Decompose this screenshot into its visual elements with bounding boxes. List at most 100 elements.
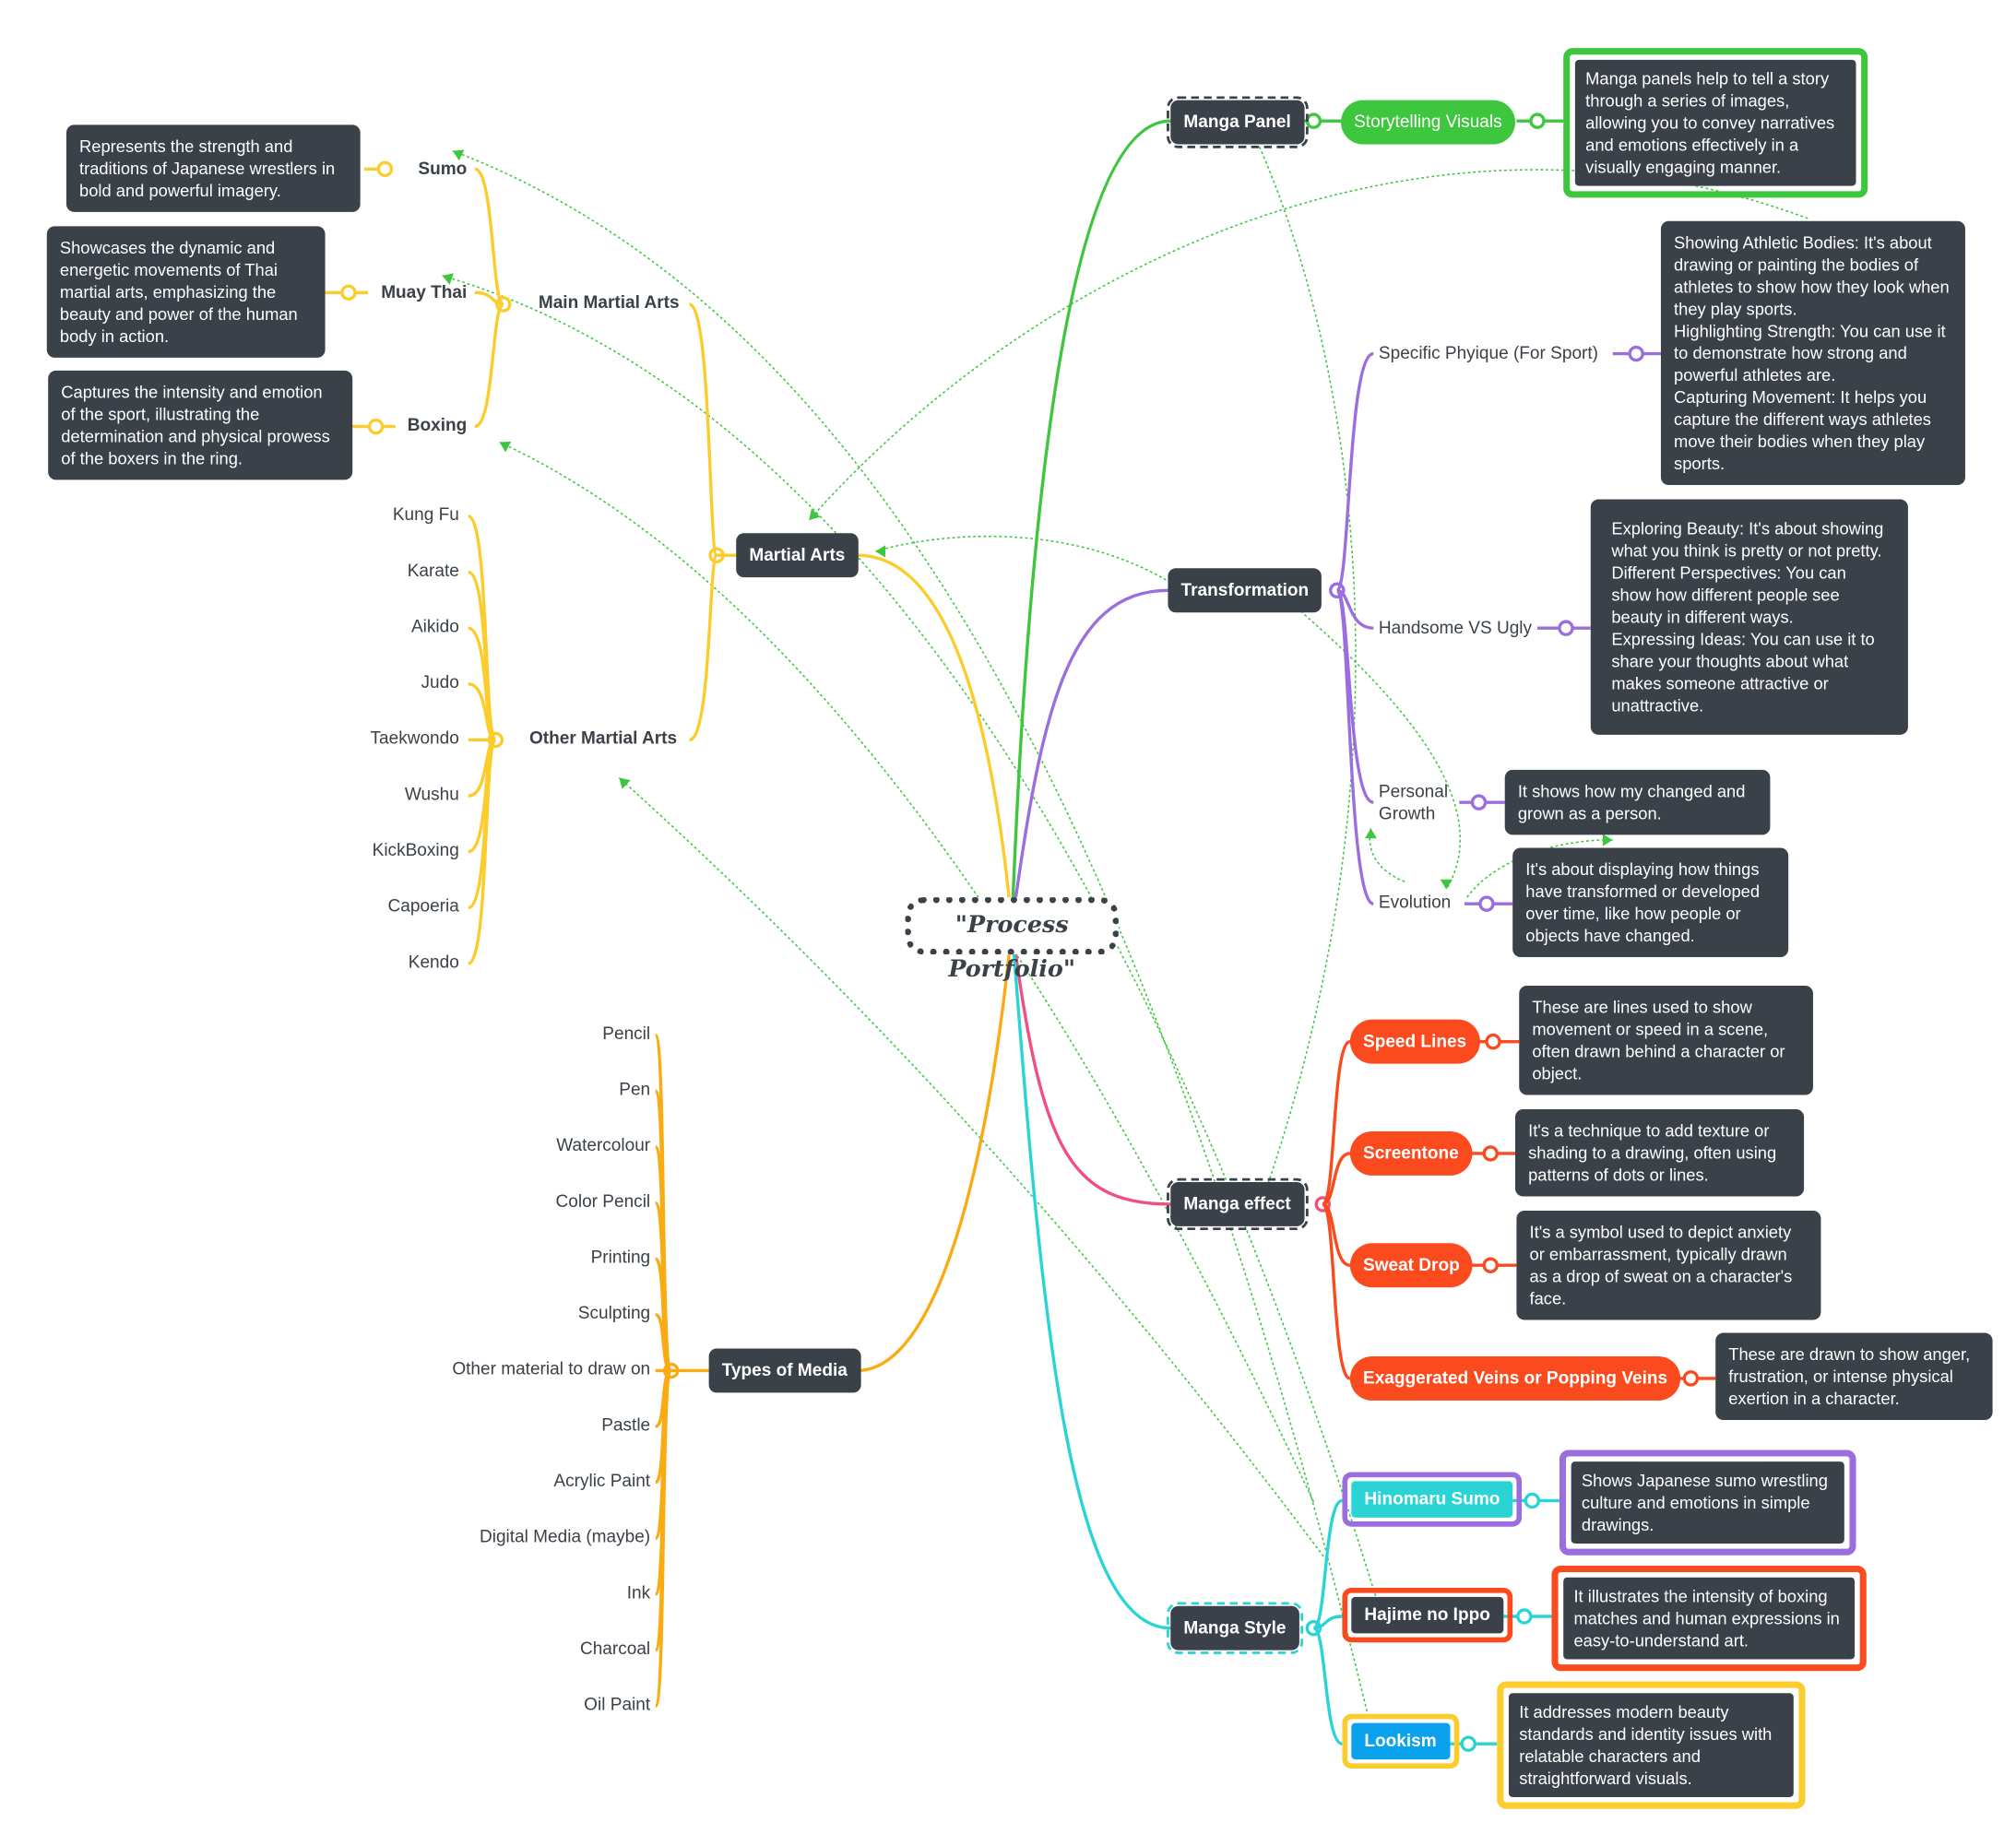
relationship-arrow — [442, 273, 454, 285]
link-transformation-child — [1335, 588, 1375, 905]
topic-manga-panel[interactable]: Manga Panel — [1167, 96, 1309, 148]
other-martial-art-item[interactable]: Capoeria — [387, 895, 459, 916]
note-screentone[interactable]: It's a technique to add texture or shadi… — [1514, 1108, 1805, 1197]
subtopic-muay-thai[interactable]: Muay Thai — [381, 282, 468, 302]
link-other-child — [467, 738, 497, 965]
subtopic-hajime-no-ippo[interactable]: Hajime no Ippo — [1342, 1587, 1512, 1643]
link-other-child — [468, 682, 497, 742]
connector-dot — [340, 284, 357, 302]
subtopic-screentone[interactable]: Screentone — [1349, 1130, 1472, 1176]
link-transformation-child — [1335, 351, 1374, 592]
relationship-arrow — [499, 441, 512, 453]
relationship-arrow — [1364, 828, 1377, 839]
other-martial-art-item[interactable]: KickBoxing — [372, 840, 459, 860]
relationship-arrow — [809, 508, 821, 521]
subtopic-boxing[interactable]: Boxing — [407, 414, 468, 435]
note-specific-physique[interactable]: Showing Athletic Bodies: It's about draw… — [1660, 220, 1965, 486]
note-exaggerated-veins[interactable]: These are drawn to show anger, frustrati… — [1715, 1332, 1993, 1421]
topic-types-of-media[interactable]: Types of Media — [708, 1348, 860, 1393]
topic-martial-arts[interactable]: Martial Arts — [736, 533, 859, 578]
note-hajime-no-ippo[interactable]: It illustrates the intensity of boxing m… — [1551, 1566, 1867, 1672]
subtopic-specific-physique[interactable]: Specific Phyique (For Sport) — [1378, 343, 1599, 363]
note-boxing[interactable]: Captures the intensity and emotion of th… — [48, 370, 353, 480]
relationship-line — [452, 149, 1370, 1717]
other-martial-art-item[interactable]: Kung Fu — [392, 504, 459, 525]
note-speed-lines[interactable]: These are lines used to show movement or… — [1519, 986, 1813, 1095]
connector-dot — [1682, 1370, 1700, 1387]
link-effect-child — [1322, 1152, 1351, 1206]
subtopic-handsome-vs-ugly[interactable]: Handsome VS Ugly — [1378, 617, 1533, 638]
subtopic-sweat-drop[interactable]: Sweat Drop — [1349, 1243, 1473, 1288]
note-lookism[interactable]: It addresses modern beauty standards and… — [1497, 1681, 1806, 1809]
connector-dot — [1485, 1033, 1501, 1050]
link-media-child — [654, 1313, 672, 1373]
media-item[interactable]: Pen — [619, 1079, 651, 1099]
other-martial-art-item[interactable]: Taekwondo — [370, 728, 459, 748]
relationship-line — [1299, 610, 1462, 891]
media-item[interactable]: Pastle — [601, 1414, 651, 1435]
subtopic-other-martial-arts[interactable]: Other Martial Arts — [528, 728, 678, 748]
relationship-line — [442, 275, 1380, 1606]
subtopic-evolution[interactable]: Evolution — [1378, 892, 1452, 912]
connector-dot — [1482, 1257, 1499, 1273]
note-personal-growth[interactable]: It shows how my changed and grown as a p… — [1504, 769, 1771, 835]
connector-dot — [1516, 1608, 1533, 1625]
note-muay-thai[interactable]: Showcases the dynamic and energetic move… — [46, 226, 326, 358]
connector-dot — [1482, 1145, 1499, 1162]
media-item[interactable]: Acrylic Paint — [553, 1471, 651, 1491]
media-item[interactable]: Other material to draw on — [452, 1358, 651, 1378]
subtopic-personal-growth[interactable]: Personal Growth — [1378, 781, 1449, 823]
link-main-child — [474, 167, 505, 306]
media-item[interactable]: Pencil — [602, 1023, 651, 1044]
note-storytelling-visuals[interactable]: Manga panels help to tell a story throug… — [1563, 48, 1868, 198]
branch-martial-arts — [857, 553, 1014, 927]
central-topic[interactable]: "Process Portfolio" — [905, 897, 1119, 983]
branch-manga-effect — [1010, 925, 1171, 1206]
relationship-arrow — [1602, 834, 1613, 846]
relationship-arrow — [619, 777, 631, 789]
subtopic-sumo[interactable]: Sumo — [418, 159, 468, 179]
media-item[interactable]: Watercolour — [556, 1135, 651, 1155]
relationship-line — [874, 535, 1171, 584]
media-item[interactable]: Digital Media (maybe) — [479, 1526, 651, 1546]
other-martial-art-item[interactable]: Kendo — [408, 952, 459, 972]
subtopic-storytelling-visuals[interactable]: Storytelling Visuals — [1341, 100, 1515, 145]
subtopic-main-martial-arts[interactable]: Main Martial Arts — [538, 292, 680, 313]
topic-manga-style[interactable]: Manga Style — [1167, 1602, 1303, 1654]
topic-transformation[interactable]: Transformation — [1168, 568, 1322, 613]
media-item[interactable]: Sculpting — [577, 1303, 651, 1323]
subtopic-hinomaru-sumo[interactable]: Hinomaru Sumo — [1342, 1472, 1523, 1527]
link-transformation-child — [1336, 588, 1374, 630]
media-item[interactable]: Oil Paint — [584, 1694, 651, 1714]
relationship-arrow — [452, 149, 465, 161]
note-sweat-drop[interactable]: It's a symbol used to depict anxiety or … — [1516, 1210, 1821, 1320]
link-effect-child — [1321, 1202, 1351, 1380]
relationship-line — [808, 169, 1808, 521]
connector-dot — [1628, 345, 1644, 362]
connector-dot — [1460, 1735, 1476, 1752]
note-sumo[interactable]: Represents the strength and traditions o… — [65, 124, 361, 212]
other-martial-art-item[interactable]: Judo — [421, 672, 459, 692]
link-effect-child — [1321, 1039, 1351, 1206]
relationship-line — [618, 776, 1328, 1561]
topic-manga-effect[interactable]: Manga effect — [1167, 1177, 1309, 1231]
media-item[interactable]: Printing — [590, 1247, 651, 1267]
media-item[interactable]: Color Pencil — [555, 1190, 651, 1211]
media-item[interactable]: Ink — [626, 1582, 651, 1603]
relationship-line — [1369, 828, 1405, 882]
note-hinomaru-sumo[interactable]: Shows Japanese sumo wrestling culture an… — [1559, 1449, 1856, 1556]
other-martial-art-item[interactable]: Aikido — [410, 616, 459, 636]
other-martial-art-item[interactable]: Karate — [407, 560, 459, 580]
subtopic-speed-lines[interactable]: Speed Lines — [1349, 1019, 1480, 1064]
connector-dot — [1305, 112, 1322, 129]
note-handsome-vs-ugly[interactable]: Exploring Beauty: It's about showing wha… — [1590, 499, 1908, 735]
subtopic-lookism[interactable]: Lookism — [1342, 1713, 1459, 1769]
connector-dot — [1524, 1492, 1541, 1509]
other-martial-art-item[interactable]: Wushu — [404, 784, 459, 804]
relationship-arrow — [1440, 879, 1453, 890]
subtopic-exaggerated-veins[interactable]: Exaggerated Veins or Popping Veins — [1349, 1355, 1681, 1401]
note-evolution[interactable]: It's about displaying how things have tr… — [1512, 847, 1789, 957]
connector-dot — [1470, 794, 1488, 811]
media-item[interactable]: Charcoal — [579, 1638, 651, 1659]
